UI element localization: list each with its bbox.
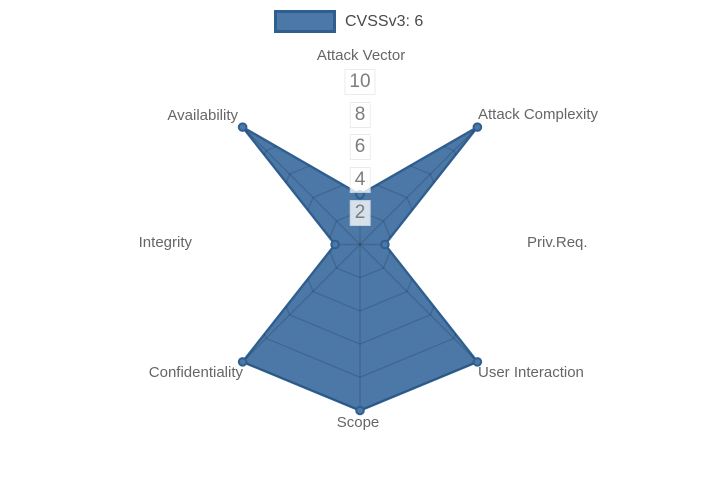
grid-ring [326, 210, 394, 279]
axis-label-availability: Availability [167, 107, 238, 124]
data-point-marker [472, 357, 483, 367]
grid-spoke [359, 244, 478, 363]
data-point-marker [330, 239, 340, 250]
radial-tick-8: 8 [349, 102, 371, 128]
axis-label-priv-req: Priv.Req. [527, 234, 588, 251]
axis-label-integrity: Integrity [138, 234, 192, 251]
legend-label: CVSSv3: 6 [345, 13, 424, 30]
axis-label-attack-complexity: Attack Complexity [478, 106, 599, 123]
radial-tick-6: 6 [349, 134, 371, 160]
data-point-marker [237, 357, 248, 367]
axis-label-user-interaction: User Interaction [478, 364, 584, 381]
radial-tick-2: 2 [349, 200, 371, 226]
axis-label-attack-vector: Attack Vector [316, 47, 406, 64]
legend-swatch [274, 10, 336, 33]
axis-label-confidentiality: Confidentiality [148, 364, 243, 381]
radial-tick-10: 10 [344, 69, 376, 95]
legend-item[interactable]: CVSSv3: 6 [274, 10, 423, 33]
axis-label-scope: Scope [336, 414, 380, 431]
data-point-marker [380, 239, 390, 250]
radial-tick-4: 4 [349, 167, 371, 193]
grid-spoke [242, 127, 361, 245]
grid-spoke [359, 127, 478, 245]
grid-spoke [242, 244, 361, 363]
data-point-marker [472, 122, 483, 132]
data-point-marker [237, 122, 248, 132]
data-point-marker [355, 405, 365, 416]
